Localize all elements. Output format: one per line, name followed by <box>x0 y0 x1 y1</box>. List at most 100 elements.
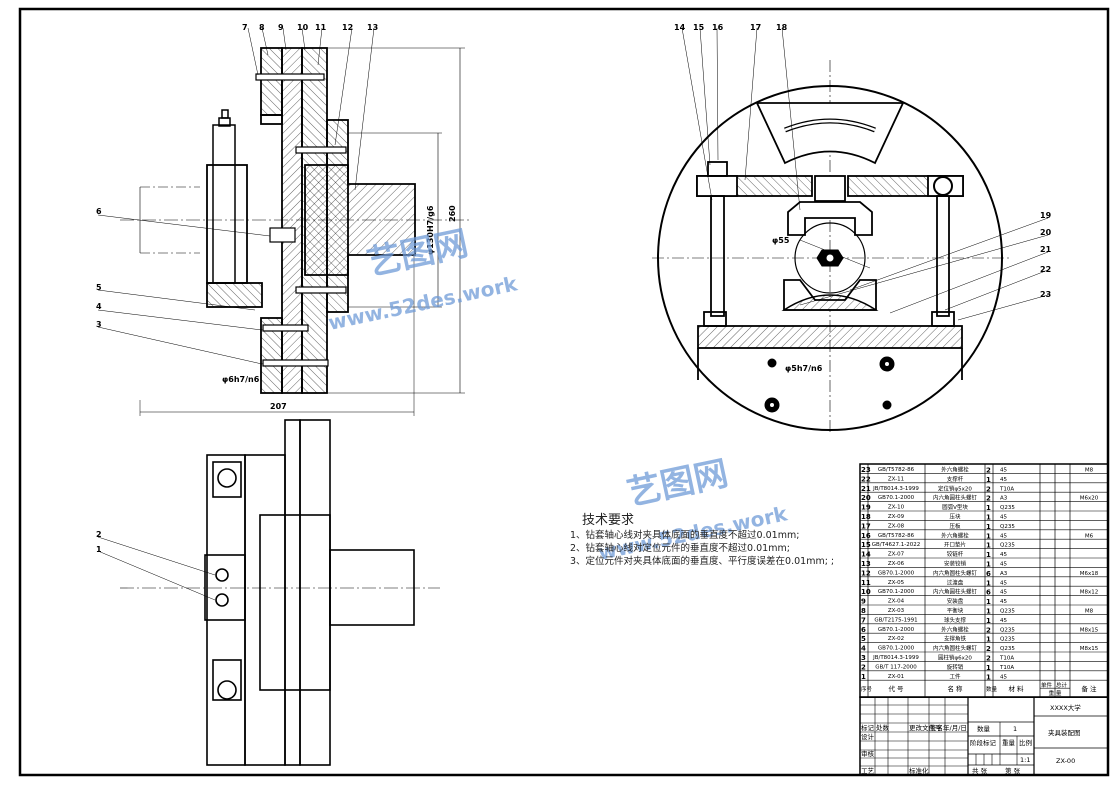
dimension-height: 260 <box>448 205 457 222</box>
bom-header-note: 备 注 <box>1081 684 1097 693</box>
bom-qty: 6 <box>986 570 991 578</box>
part-label: 23 <box>1040 290 1051 299</box>
bom-material: 45 <box>1000 618 1007 624</box>
qty-value: 1 <box>1013 725 1017 733</box>
bom-name: 压块 <box>949 513 961 521</box>
process-label: 工艺 <box>861 767 875 775</box>
bom-qty: 1 <box>986 664 991 672</box>
bom-material: 45 <box>1000 468 1007 474</box>
part-label: 19 <box>1040 211 1052 220</box>
section-view-labels: 7 8 9 10 11 12 13 6 5 4 3 260 φ130H7/g6 … <box>96 23 457 411</box>
weight-label: 重量 <box>1002 739 1016 747</box>
tech-req-item: 2、钻套轴心线对定位元件的垂直度不超过0.01mm; <box>570 542 790 554</box>
bom-code: GB/T 117-2000 <box>875 664 917 670</box>
bom-material: A3 <box>1000 496 1008 502</box>
bom-qty: 1 <box>986 673 991 681</box>
bom-qty: 1 <box>986 579 991 587</box>
part-label: 3 <box>96 320 102 329</box>
bom-material: Q235 <box>1000 609 1015 615</box>
front-view-labels: 14 15 16 17 18 19 20 21 22 23 φ55 φ5h7/n… <box>674 23 1052 373</box>
part-label: 1 <box>96 545 102 554</box>
bom-seq: 3 <box>861 654 866 662</box>
bom-material: T10A <box>999 665 1014 671</box>
part-label: 12 <box>342 23 353 32</box>
bom-qty: 1 <box>986 514 991 522</box>
sheet-number: 第 张 <box>1005 766 1021 775</box>
bom-code: GB/T5782-86 <box>878 533 915 539</box>
sign-date-label: 签名年/月/日 <box>930 723 967 732</box>
bom-name: 压板 <box>949 522 961 530</box>
bom-seq: 18 <box>861 513 871 521</box>
part-label: 16 <box>712 23 724 32</box>
svg-text:艺图网: 艺图网 <box>624 453 732 513</box>
bom-seq: 1 <box>861 673 866 681</box>
bom-code: ZX-08 <box>888 523 905 529</box>
stage-label: 阶段标记 <box>970 738 997 747</box>
standard-label: 标准化 <box>909 766 929 775</box>
part-label: 5 <box>96 283 102 292</box>
bom-seq: 21 <box>861 485 871 493</box>
bom-material: Q235 <box>1000 627 1015 633</box>
bom-material: 45 <box>1000 674 1007 680</box>
scale-label: 比例 <box>1019 738 1032 747</box>
bom-code: GB/T4627.1-2022 <box>872 542 920 548</box>
bom-seq: 6 <box>861 626 866 634</box>
change-doc-label: 更改文件号 <box>909 723 942 732</box>
bom-qty: 1 <box>986 598 991 606</box>
tech-req-item: 1、钻套轴心线对夹具体底面的垂直度不超过0.01mm; <box>570 529 799 541</box>
bom-qty: 1 <box>986 523 991 531</box>
bom-seq: 9 <box>861 598 866 606</box>
bom-material: Q235 <box>1000 543 1015 549</box>
bom-material: 45 <box>1000 533 1007 539</box>
bom-qty: 1 <box>986 561 991 569</box>
drawing-frame <box>18 7 1110 777</box>
bom-name: 内六角圆柱头螺钉 <box>933 588 978 596</box>
bom-name: 内六角圆柱头螺钉 <box>933 569 978 577</box>
bom-header-name: 名 称 <box>947 684 963 693</box>
bom-material: Q235 <box>1000 505 1015 511</box>
bom-material: 45 <box>1000 590 1007 596</box>
mark-label: 标记 <box>861 723 875 732</box>
bom-code: JB/T8014.3-1999 <box>872 486 919 492</box>
bom-qty: 1 <box>986 504 991 512</box>
bom-code: ZX-01 <box>888 674 904 680</box>
bom-seq: 16 <box>861 532 871 540</box>
sheets-total: 共 张 <box>972 766 988 775</box>
bom-name: 外六角螺栓 <box>941 531 969 539</box>
bom-material: 45 <box>1000 599 1007 605</box>
bom-qty: 1 <box>986 608 991 616</box>
bom-seq: 22 <box>861 475 871 483</box>
bom-name: 开口垫片 <box>944 541 966 549</box>
bom-note: M8 <box>1085 609 1094 615</box>
bom-material: T10A <box>999 656 1014 662</box>
bom-code: ZX-11 <box>888 476 904 482</box>
bom-qty: 1 <box>986 476 991 484</box>
bom-material: 45 <box>1000 477 1007 483</box>
tech-req-title: 技术要求 <box>582 513 634 528</box>
bom-material: 45 <box>1000 552 1007 558</box>
bom-qty: 2 <box>986 626 991 634</box>
part-label: 4 <box>96 302 102 311</box>
bom-name: 球头支撑 <box>944 616 967 624</box>
part-label: 13 <box>367 23 378 32</box>
title-block <box>859 696 1109 776</box>
part-label: 21 <box>1040 245 1052 254</box>
bom-seq: 15 <box>861 541 871 549</box>
bom-seq: 20 <box>861 494 871 502</box>
bom-material: T10A <box>999 486 1014 492</box>
bom-code: ZX-10 <box>888 505 905 511</box>
bom-note: M8 <box>1085 468 1094 474</box>
bom-name: 内六角圆柱头螺钉 <box>933 494 978 502</box>
part-label: 7 <box>242 23 248 32</box>
review-label: 审核 <box>861 749 875 758</box>
front-view <box>652 27 1049 435</box>
side-view <box>97 419 440 766</box>
part-label: 10 <box>297 23 309 32</box>
part-label: 18 <box>776 23 788 32</box>
bom-material: 45 <box>1000 562 1007 568</box>
bom-material: Q235 <box>1000 637 1015 643</box>
bom-code: ZX-05 <box>888 580 905 586</box>
bom-seq: 4 <box>861 645 866 653</box>
bom-seq: 19 <box>861 504 871 512</box>
